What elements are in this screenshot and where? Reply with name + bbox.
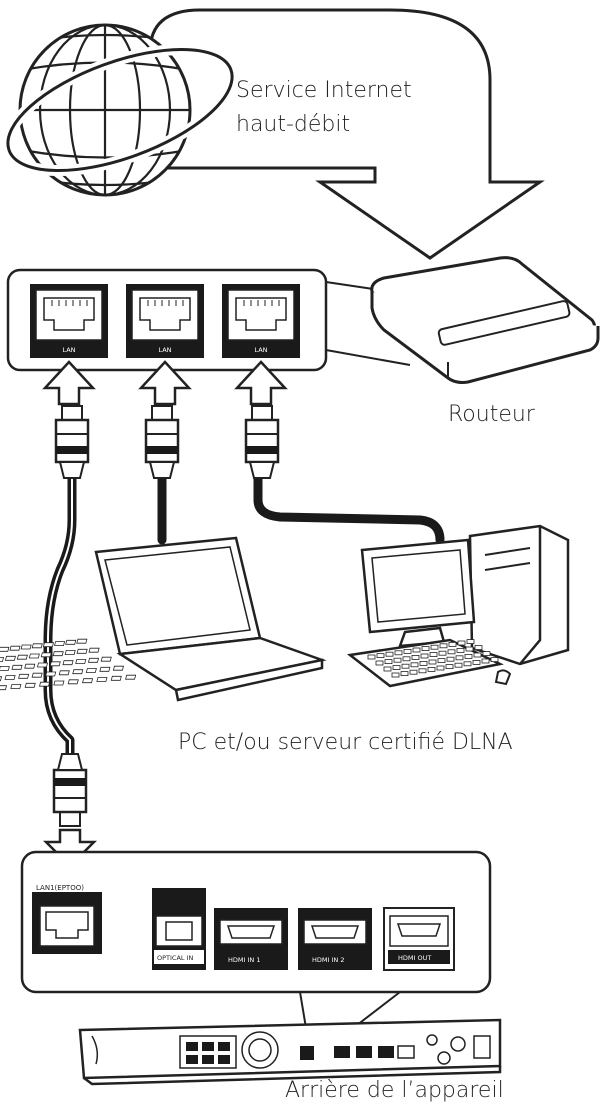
laptop-icon: [0, 536, 327, 702]
up-arrow-2: [138, 360, 192, 406]
device-port-label: HDMI IN 2: [312, 956, 344, 964]
router-lan-port-label: LAN: [62, 346, 75, 354]
device-lan-port: LAN1(EPTOO): [32, 884, 102, 954]
ethernet-plug-3: [244, 405, 280, 479]
router-icon: [370, 256, 600, 384]
device-hdmi-in1-port: HDMI IN 1: [214, 908, 288, 970]
ethernet-plug-1: [54, 405, 90, 479]
router-label: Routeur: [448, 402, 535, 427]
device-optical-port: OPTICAL IN: [152, 888, 206, 970]
ethernet-plug-device: [52, 753, 88, 827]
device-port-label: HDMI OUT: [398, 954, 431, 962]
device-port-label: LAN1(EPTOO): [36, 884, 84, 892]
desktop-pc-icon: [346, 524, 570, 688]
device-rear-label: Arrière de l’appareil: [285, 1078, 504, 1103]
device-hdmi-in2-port: HDMI IN 2: [298, 908, 372, 970]
router-lan-port-1: LAN: [30, 284, 108, 358]
router-lan-port-3: LAN: [222, 284, 300, 358]
device-rear-icon: [78, 1018, 502, 1086]
internet-to-router-arrow: [148, 8, 545, 260]
router-lan-port-label: LAN: [158, 346, 171, 354]
pc-dlna-label: PC et/ou serveur certifié DLNA: [178, 730, 513, 755]
up-arrow-1: [42, 360, 96, 406]
device-port-label: OPTICAL IN: [157, 954, 194, 962]
router-lan-port-label: LAN: [254, 346, 267, 354]
device-port-label: HDMI IN 1: [228, 956, 260, 964]
device-hdmi-out-port: HDMI OUT: [383, 907, 455, 971]
internet-service-label: Service Internet haut-débit: [236, 78, 412, 137]
ethernet-plug-2: [144, 405, 180, 479]
up-arrow-3: [234, 360, 288, 406]
ethernet-cables-highlight: [47, 477, 73, 756]
router-lan-port-2: LAN: [126, 284, 204, 358]
